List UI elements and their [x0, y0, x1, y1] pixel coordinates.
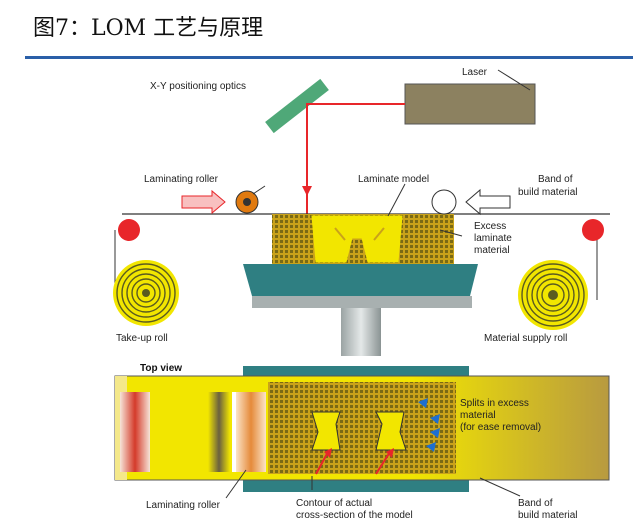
topview-brown-roller [208, 392, 230, 472]
roller-direction-arrow [181, 189, 226, 215]
label-band-line2: build material [518, 187, 577, 198]
title-rule [25, 56, 633, 59]
label-takeup-roll: Take-up roll [116, 333, 168, 344]
left-idler-roller [118, 219, 140, 241]
label-band2-line1: Band of [518, 498, 553, 509]
laser-leader [497, 69, 531, 91]
contour-shape-left [311, 411, 341, 451]
label-contour-line2: cross-section of the model [296, 510, 413, 521]
label-contour-line1: Contour of actual [296, 498, 372, 509]
right-idler-roller [582, 219, 604, 241]
label-splits-line3: (for ease removal) [460, 422, 541, 433]
material-feed-circle [431, 189, 457, 215]
label-laser: Laser [462, 67, 488, 78]
topview-laminate [268, 382, 456, 474]
laser-beam [306, 103, 405, 220]
label-optics: X-Y positioning optics [150, 81, 246, 92]
figure-title: 图7：LOM 工艺与原理 [33, 16, 264, 41]
topview-laminating-roller [236, 392, 266, 472]
material-supply-roll [518, 260, 588, 330]
label-laminating-roller: Laminating roller [144, 174, 219, 185]
feed-arrow [465, 188, 511, 216]
label-splits-line2: material [460, 410, 496, 421]
beam-arrow [302, 186, 312, 196]
contour-shape-right [375, 411, 407, 451]
label-band2-line2: build material [518, 510, 577, 521]
laminate-model-shape [311, 215, 403, 263]
label-band-line1: Band of [538, 174, 573, 185]
topview-platform-top [243, 366, 469, 378]
laser-box [404, 83, 536, 125]
label-excess-line2: laminate [474, 233, 512, 244]
label-excess-line1: Excess [474, 221, 506, 232]
label-bottom-roller: Laminating roller [146, 500, 221, 511]
split-markers [418, 398, 440, 452]
optics-mirror [265, 78, 329, 134]
platform-piston [341, 308, 381, 356]
label-top-view: Top view [140, 363, 182, 374]
label-splits-line1: Splits in excess [460, 398, 529, 409]
platform-base [252, 296, 472, 308]
build-platform [243, 264, 478, 296]
label-excess-line3: material [474, 245, 510, 256]
topview-red-roller [120, 392, 150, 472]
label-laminate-model: Laminate model [358, 174, 429, 185]
take-up-roll [113, 260, 179, 326]
label-supply-roll: Material supply roll [484, 333, 567, 344]
topview-platform-bottom [243, 480, 469, 492]
